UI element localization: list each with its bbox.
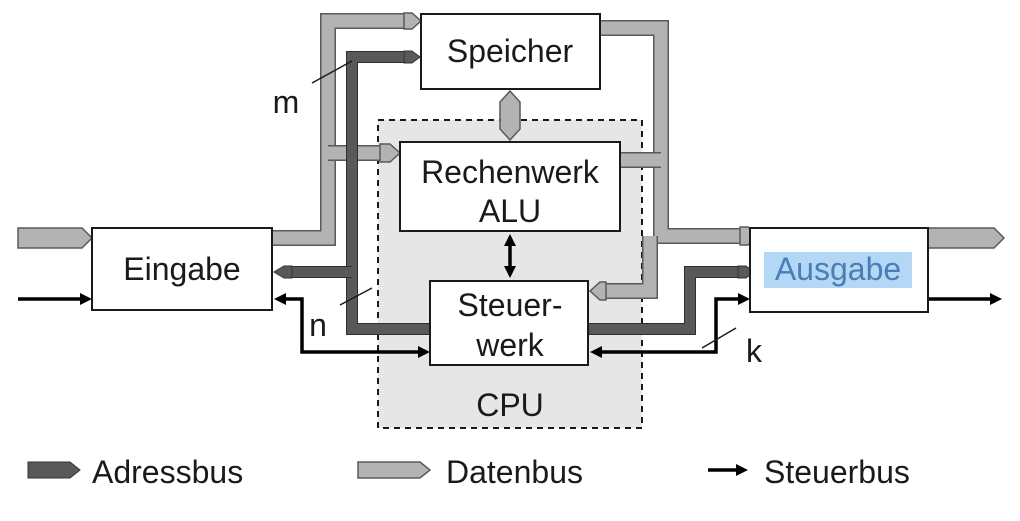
datenbus-steuerwerk-arrow (588, 281, 607, 301)
steuerwerk-label-1: Steuer- (458, 287, 563, 323)
eingabe-box (91, 227, 273, 311)
legend-datenbus-label: Datenbus (446, 454, 583, 490)
datenbus-speicher-arrow (403, 12, 423, 30)
legend-steuerbus-label: Steuerbus (764, 454, 910, 490)
bus-width-k: k (746, 333, 763, 369)
rechenwerk-box (399, 141, 621, 232)
legend-steuerbus-arrowhead (736, 464, 748, 476)
steuerwerk-label-2: werk (475, 327, 545, 363)
rechenwerk-label: Rechenwerk (421, 154, 600, 190)
datenbus-output-arrow (927, 227, 1006, 249)
legend-datenbus-symbol (357, 461, 432, 479)
speicher-label: Speicher (447, 33, 574, 69)
steuerbus-lines (18, 234, 1002, 358)
bus-width-tick-m (311, 60, 353, 84)
bus-width-n: n (309, 307, 327, 343)
adressbus-lines (290, 51, 742, 335)
bus-width-m: m (273, 84, 300, 120)
datenbus-lines (272, 13, 750, 299)
datenbus-speicher-alu-link (499, 89, 521, 142)
legend: Adressbus Datenbus Steuerbus (27, 454, 910, 490)
cpu-label: CPU (476, 387, 544, 423)
bus-width-tick-n (339, 287, 373, 306)
bus-width-tick-k (701, 327, 737, 349)
ausgabe-label: Ausgabe (775, 251, 901, 287)
adressbus-speicher-arrow (403, 50, 421, 64)
eingabe-label: Eingabe (123, 251, 240, 287)
datenbus-input-arrow (17, 227, 94, 249)
legend-adressbus-symbol (27, 461, 81, 479)
steuerwerk-box (429, 280, 589, 366)
alu-label: ALU (479, 193, 541, 229)
speicher-box (420, 13, 601, 90)
adressbus-eingabe-arrow (273, 265, 293, 279)
datenbus-alu-arrow (379, 143, 402, 163)
ausgabe-text-highlight (764, 252, 912, 288)
legend-adressbus-label: Adressbus (92, 454, 243, 490)
